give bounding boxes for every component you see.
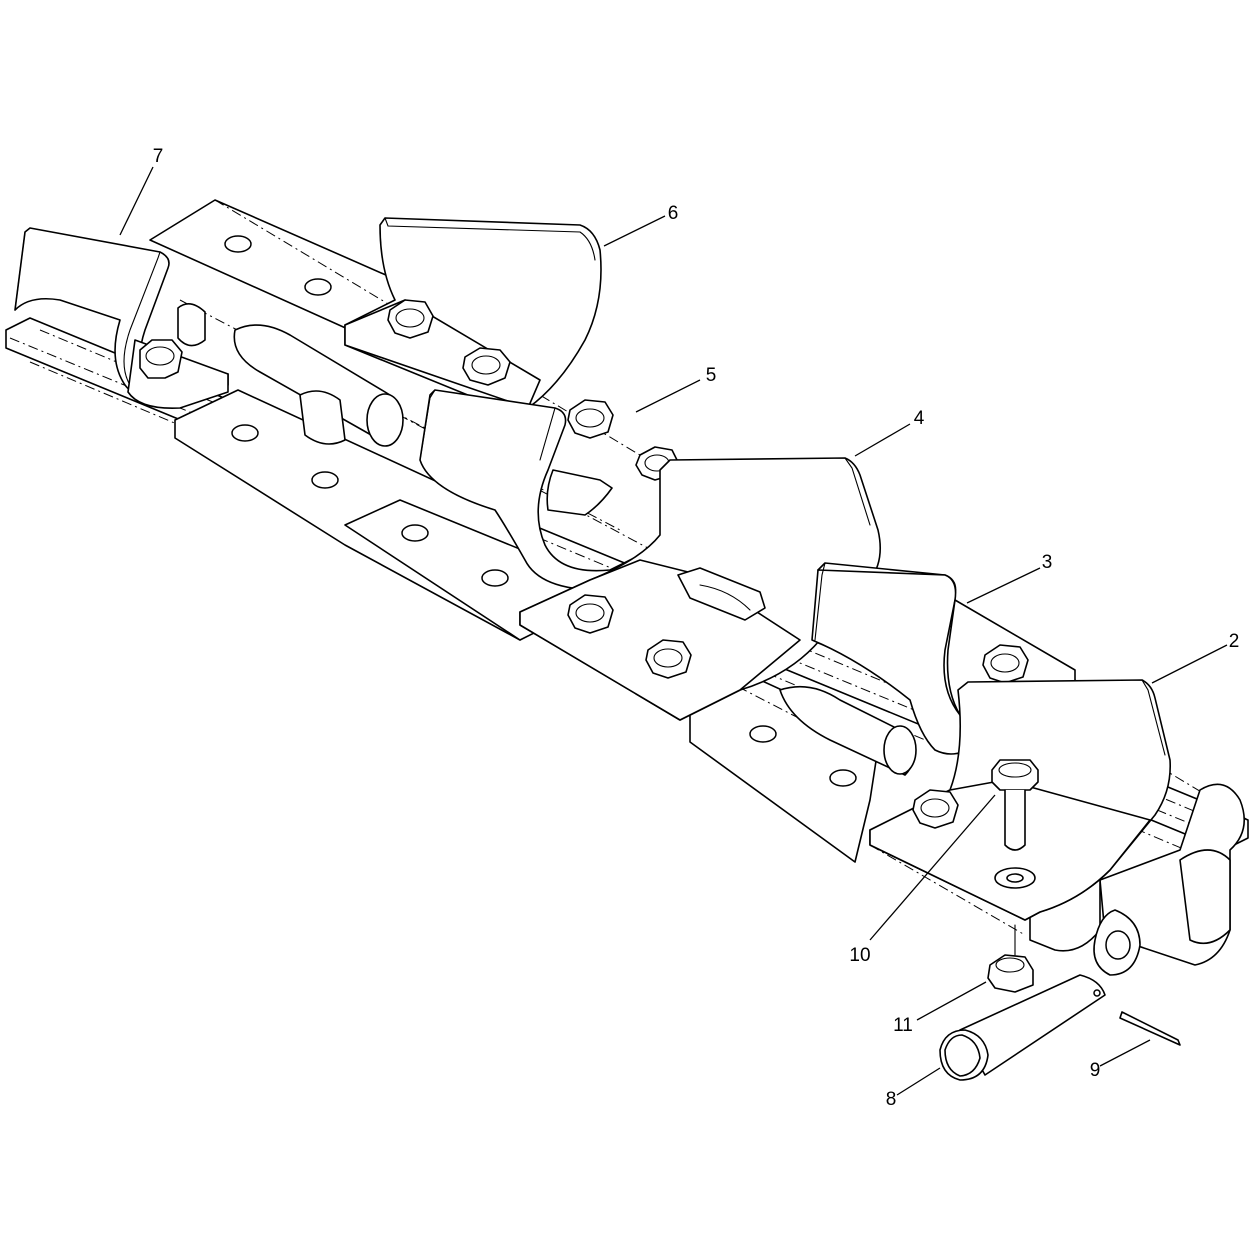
hex-nut (982, 644, 1029, 684)
plate-hole (231, 424, 259, 442)
callout-5: 5 (706, 365, 717, 386)
callout-10: 10 (849, 945, 870, 966)
plate-hole (749, 725, 777, 743)
hex-nut (567, 399, 614, 439)
plate-hole (829, 769, 857, 787)
paddle-5 (419, 389, 676, 591)
plate-hole (304, 278, 332, 296)
hex-nut (645, 639, 692, 679)
hex-nut (912, 789, 959, 829)
callout-9: 9 (1090, 1060, 1101, 1081)
leader-lines (119, 166, 1228, 1096)
plate-hole (401, 524, 429, 542)
hex-nut (567, 594, 614, 634)
cotter-pin-9 (1119, 1011, 1181, 1046)
callout-3: 3 (1042, 552, 1053, 573)
chain-rollers (177, 303, 917, 776)
plate-hole (224, 235, 252, 253)
callout-6: 6 (668, 203, 679, 224)
plate-hole (481, 569, 509, 587)
callout-4: 4 (914, 408, 925, 429)
callout-11: 11 (893, 1015, 913, 1036)
nut-11 (987, 924, 1034, 993)
bolt-10 (991, 759, 1039, 889)
hex-nut (139, 339, 183, 379)
plate-hole (311, 471, 339, 489)
pin-8 (939, 974, 1106, 1081)
hex-nut (462, 347, 511, 386)
clevis-hole (1105, 930, 1131, 960)
callout-8: 8 (886, 1089, 897, 1110)
paddle-slot (677, 567, 766, 621)
callout-labels: 7 6 5 4 3 2 10 11 9 8 (153, 146, 1240, 1110)
callout-2: 2 (1229, 631, 1240, 652)
hex-nut (387, 299, 434, 339)
callout-7: 7 (153, 146, 164, 167)
paddle-slot (546, 469, 613, 516)
